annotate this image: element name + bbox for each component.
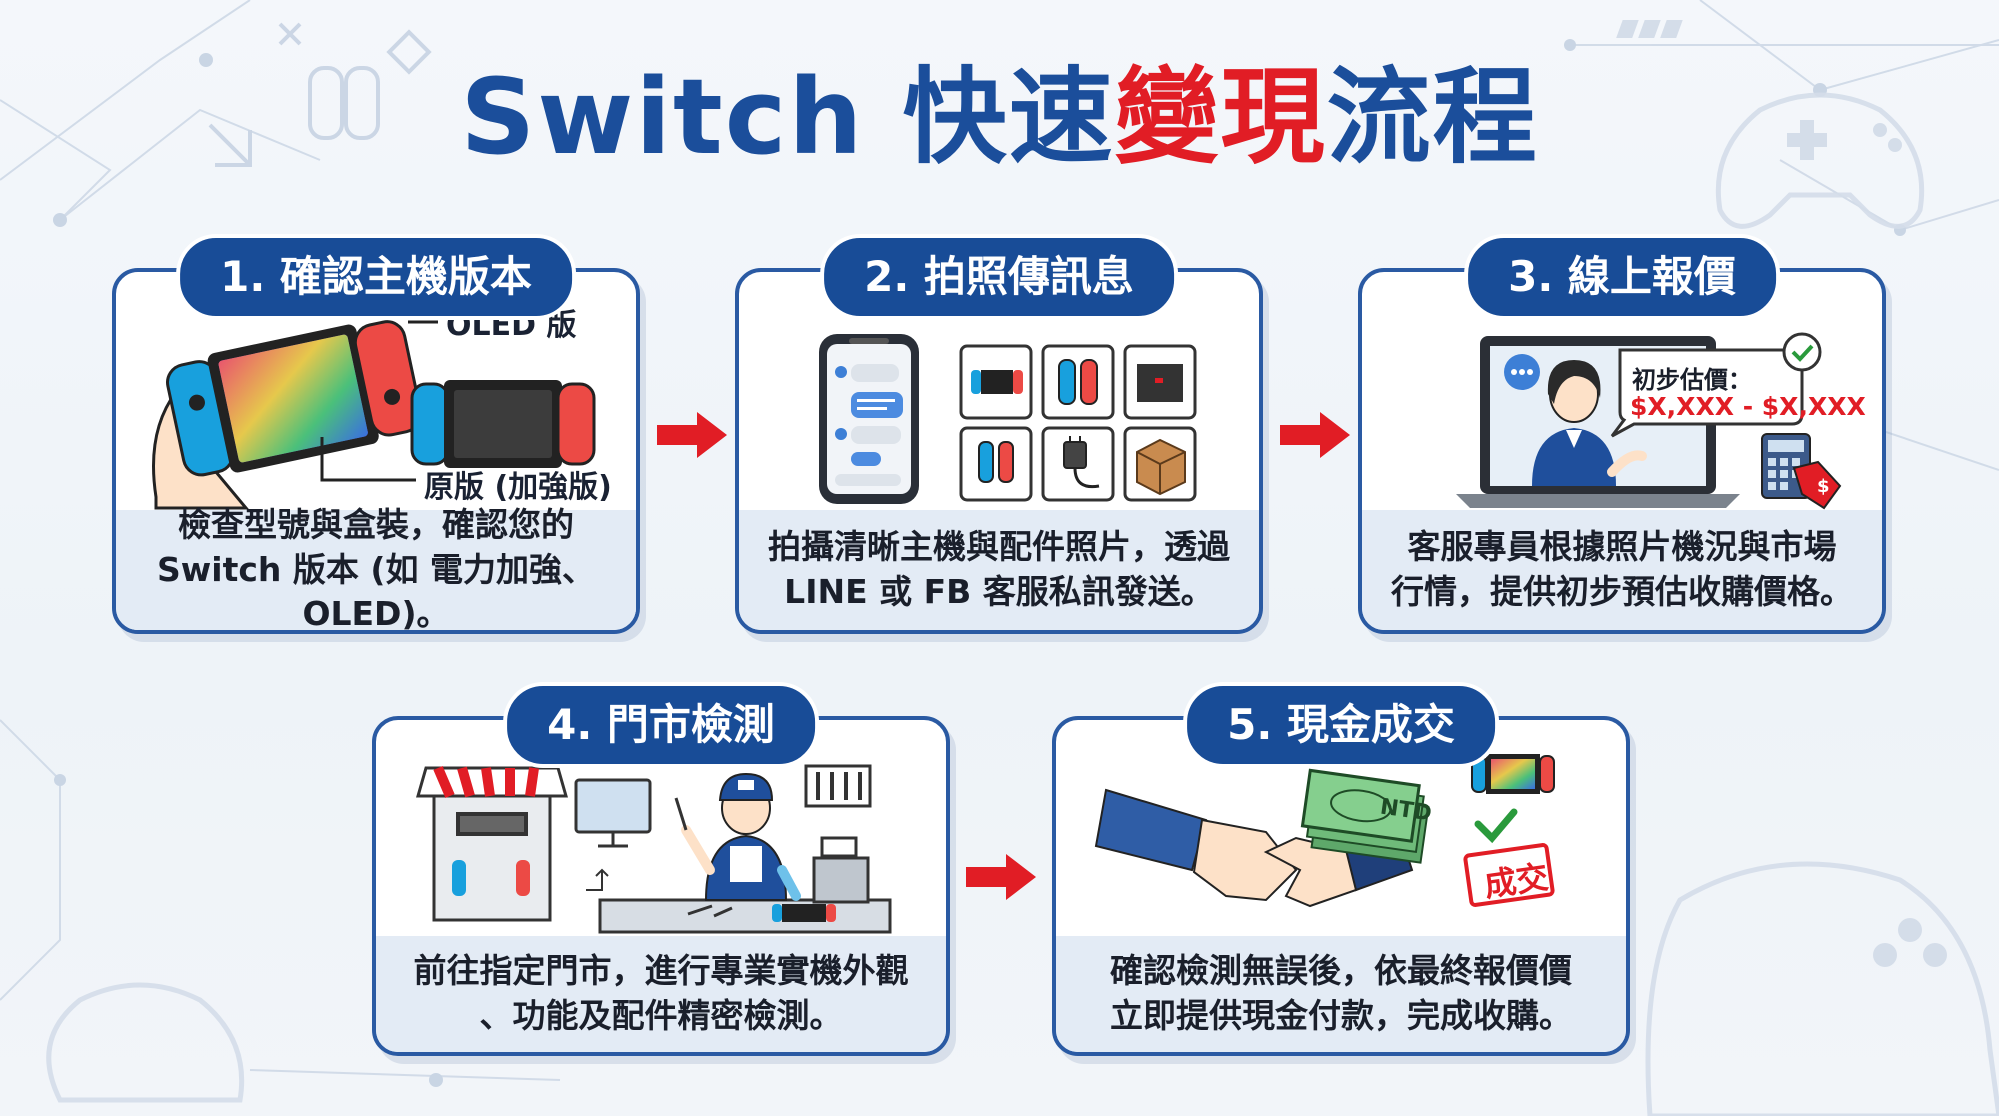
- customer-service-agent-icon: [1532, 360, 1647, 486]
- step-label: 2. 拍照傳訊息: [820, 234, 1178, 320]
- deal-stamp-frame: [1463, 843, 1555, 907]
- box-photo-icon: [1136, 438, 1186, 496]
- dock-photo-icon: [1137, 364, 1183, 402]
- step-label: 5. 現金成交: [1183, 682, 1499, 768]
- red-arrow-icon: [1280, 412, 1350, 458]
- step-label: 4. 門市檢測: [503, 682, 819, 768]
- joycon-pair-photo-icon: [1058, 359, 1098, 405]
- photo-message-illustration: [819, 334, 1197, 504]
- workbench: [598, 898, 892, 934]
- switch-console-photo-icon: [971, 370, 1023, 394]
- monitor-icon: [574, 778, 652, 848]
- checkmark-icon: [1474, 808, 1518, 844]
- original-switch-icon: [410, 380, 596, 468]
- step-card-3: $ 初步估價： $X,XXX - $X,XXX 客服專員根據照片機況與市場 行情…: [1358, 234, 1886, 634]
- technician-icon: [674, 772, 801, 901]
- tool-rack-icon: [804, 764, 872, 808]
- step-description: 前往指定門市，進行專業實機外觀 、功能及配件精密檢測。: [376, 936, 946, 1052]
- original-callout-label: 原版 (加強版): [424, 470, 612, 505]
- smartphone-chat-icon: [819, 334, 919, 504]
- deal-stamp: 成交: [1481, 857, 1551, 905]
- check-badge-icon: [1782, 332, 1822, 372]
- step-description: 拍攝清晰主機與配件照片，透過 LINE 或 FB 客服私訊發送。: [739, 510, 1259, 630]
- step-description: 檢查型號與盒裝，確認您的 Switch 版本 (如 電力加強、OLED)。: [116, 505, 636, 633]
- page-title: Switch 快速變現流程: [460, 56, 1539, 178]
- step-card-2: 拍攝清晰主機與配件照片，透過 LINE 或 FB 客服私訊發送。 2. 拍照傳訊…: [735, 234, 1263, 634]
- cash-deal-illustration: [1094, 754, 1555, 908]
- oled-switch-icon: [166, 320, 423, 477]
- price-tag-icon: $: [1792, 460, 1842, 510]
- chat-bubble-icon: [1504, 354, 1540, 390]
- red-arrow-icon: [657, 412, 727, 458]
- switch-versions-illustration: [152, 320, 596, 510]
- quote-caption: 初步估價：: [1632, 366, 1752, 394]
- online-quote-illustration: $: [1456, 332, 1842, 510]
- switch-console-icon: [1471, 754, 1555, 794]
- step-label: 3. 線上報價: [1464, 234, 1780, 320]
- store-inspection-illustration: [416, 764, 892, 934]
- step-card-1: OLED 版 原版 (加強版) 檢查型號與盒裝，確認您的 Switch 版本 (…: [112, 234, 640, 634]
- step-description: 客服專員根據照片機況與市場 行情，提供初步預估收購價格。: [1362, 510, 1882, 630]
- step-card-5: NTD 成交 確認檢測無誤後，依最終報價價 立即提供現金付款，完成收購。 5. …: [1052, 682, 1630, 1056]
- charger-photo-icon: [1063, 436, 1100, 489]
- step-label: 1. 確認主機版本: [176, 234, 576, 320]
- cash-register-icon: [812, 836, 870, 904]
- step-description: 確認檢測無誤後，依最終報價價 立即提供現金付款，完成收購。: [1056, 936, 1626, 1052]
- step-card-4: 前往指定門市，進行專業實機外觀 、功能及配件精密檢測。 4. 門市檢測: [372, 682, 950, 1056]
- joycon-pair-photo-icon: [978, 441, 1014, 483]
- switch-on-bench-icon: [772, 904, 836, 922]
- cash-bills-icon: [1300, 768, 1430, 864]
- red-arrow-icon: [966, 854, 1036, 900]
- store-front-icon: [416, 766, 568, 922]
- svg-text:$: $: [1817, 476, 1830, 497]
- quote-price: $X,XXX - $X,XXX: [1630, 392, 1866, 421]
